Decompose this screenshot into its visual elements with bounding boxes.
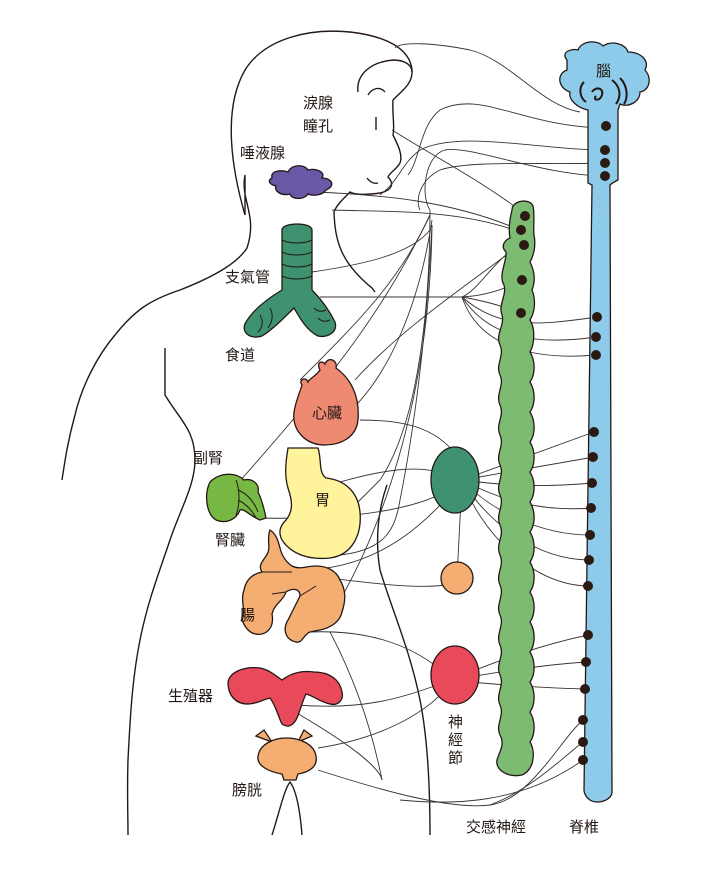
label-pupil: 瞳孔	[303, 117, 333, 135]
label-heart: 心臟	[312, 404, 342, 422]
label-ganglion-2: 經	[448, 731, 463, 749]
spine-dot	[591, 350, 601, 360]
spine-dot	[578, 755, 588, 765]
spine: 腦	[559, 41, 650, 803]
neck-left	[61, 174, 252, 481]
head-outline	[230, 30, 413, 216]
brain-shape	[559, 41, 650, 803]
chain-dot	[516, 225, 526, 235]
nerve-line	[489, 741, 584, 806]
left-arm-inner	[126, 348, 196, 836]
label-ganglion-1: 神	[448, 713, 463, 731]
labels: 淚腺 瞳孔 唾液腺 支氣管 食道 心臟 副腎 胃 腎臟 腸 生殖器 膀胱 神 經…	[168, 94, 599, 836]
label-intestine: 腸	[240, 606, 255, 624]
adrenal-kidney	[205, 473, 267, 523]
neck-right	[333, 211, 376, 293]
salivary-gland	[268, 165, 333, 200]
nerve-line	[331, 209, 521, 233]
intestines	[241, 529, 346, 643]
spine-dot	[589, 427, 599, 437]
label-spine: 脊椎	[569, 818, 599, 836]
nerve-line	[317, 719, 584, 807]
spine-dot	[586, 503, 596, 513]
spine-dot	[588, 452, 598, 462]
body-outline	[61, 30, 431, 836]
spine-dot	[583, 630, 593, 640]
nerve-line	[407, 103, 601, 176]
nerve-line	[311, 229, 431, 273]
nerve-line	[379, 140, 606, 196]
mouth	[366, 177, 379, 184]
right-torso	[376, 484, 431, 836]
nerve-dots	[516, 121, 611, 765]
nerve-line	[294, 711, 383, 781]
mesenteric-ganglion-small	[440, 561, 474, 595]
bladder	[254, 729, 317, 781]
spine-dot	[584, 555, 594, 565]
spine-dot	[580, 684, 590, 694]
heart	[293, 359, 359, 446]
nerve-line	[309, 631, 451, 679]
nerve-line	[231, 214, 431, 491]
stomach	[279, 447, 361, 560]
nerve-line	[317, 191, 521, 231]
nerve-line	[354, 209, 431, 506]
label-bronchi: 支氣管	[225, 268, 270, 286]
label-bladder: 膀胱	[232, 781, 262, 799]
spine-dot	[591, 332, 601, 342]
label-adrenal: 副腎	[193, 449, 223, 467]
face-profile-inner	[357, 59, 413, 93]
reproductive-organ	[227, 666, 344, 727]
nerve-line	[394, 43, 581, 113]
nerve-line	[320, 279, 523, 298]
nerve-line	[329, 631, 383, 781]
label-lacrimal: 淚腺	[303, 94, 333, 112]
spine-dot	[600, 158, 610, 168]
brain-folds	[579, 77, 628, 105]
chain-dot	[519, 240, 529, 250]
label-kidney: 腎臟	[215, 531, 245, 549]
nerve-line	[424, 148, 606, 211]
celiac-ganglion	[430, 446, 480, 514]
spine-dot	[600, 171, 610, 181]
eyebrow	[367, 87, 386, 96]
nerve-line	[339, 224, 433, 601]
nerve-line	[399, 759, 584, 803]
chain-dot	[520, 211, 530, 221]
inferior-ganglion	[430, 645, 480, 705]
spine-dot	[592, 312, 602, 322]
spine-dot	[600, 145, 610, 155]
spine-dot	[587, 478, 597, 488]
nerve-line	[339, 224, 433, 556]
brain-label: 腦	[596, 62, 611, 80]
nerve-line	[354, 244, 521, 381]
sympathetic-chain	[496, 200, 536, 777]
spine-dot	[585, 530, 595, 540]
label-salivary: 唾液腺	[240, 144, 285, 162]
spine-dot	[581, 657, 591, 667]
nerve-line	[417, 162, 606, 211]
nerve-line	[391, 129, 526, 215]
chain-dot	[517, 275, 527, 285]
label-esophagus: 食道	[225, 346, 255, 364]
left-leg-inner	[271, 780, 303, 836]
trachea	[243, 223, 337, 338]
label-ganglion-3: 節	[448, 749, 463, 767]
spine-dot	[601, 121, 611, 131]
spine-dot	[578, 715, 588, 725]
label-stomach: 胃	[315, 491, 330, 509]
label-reproductive: 生殖器	[168, 687, 213, 705]
label-sympathetic: 交感神經	[466, 818, 526, 836]
chain-dot	[516, 308, 526, 318]
spine-dot	[583, 581, 593, 591]
spine-dot	[578, 737, 588, 747]
